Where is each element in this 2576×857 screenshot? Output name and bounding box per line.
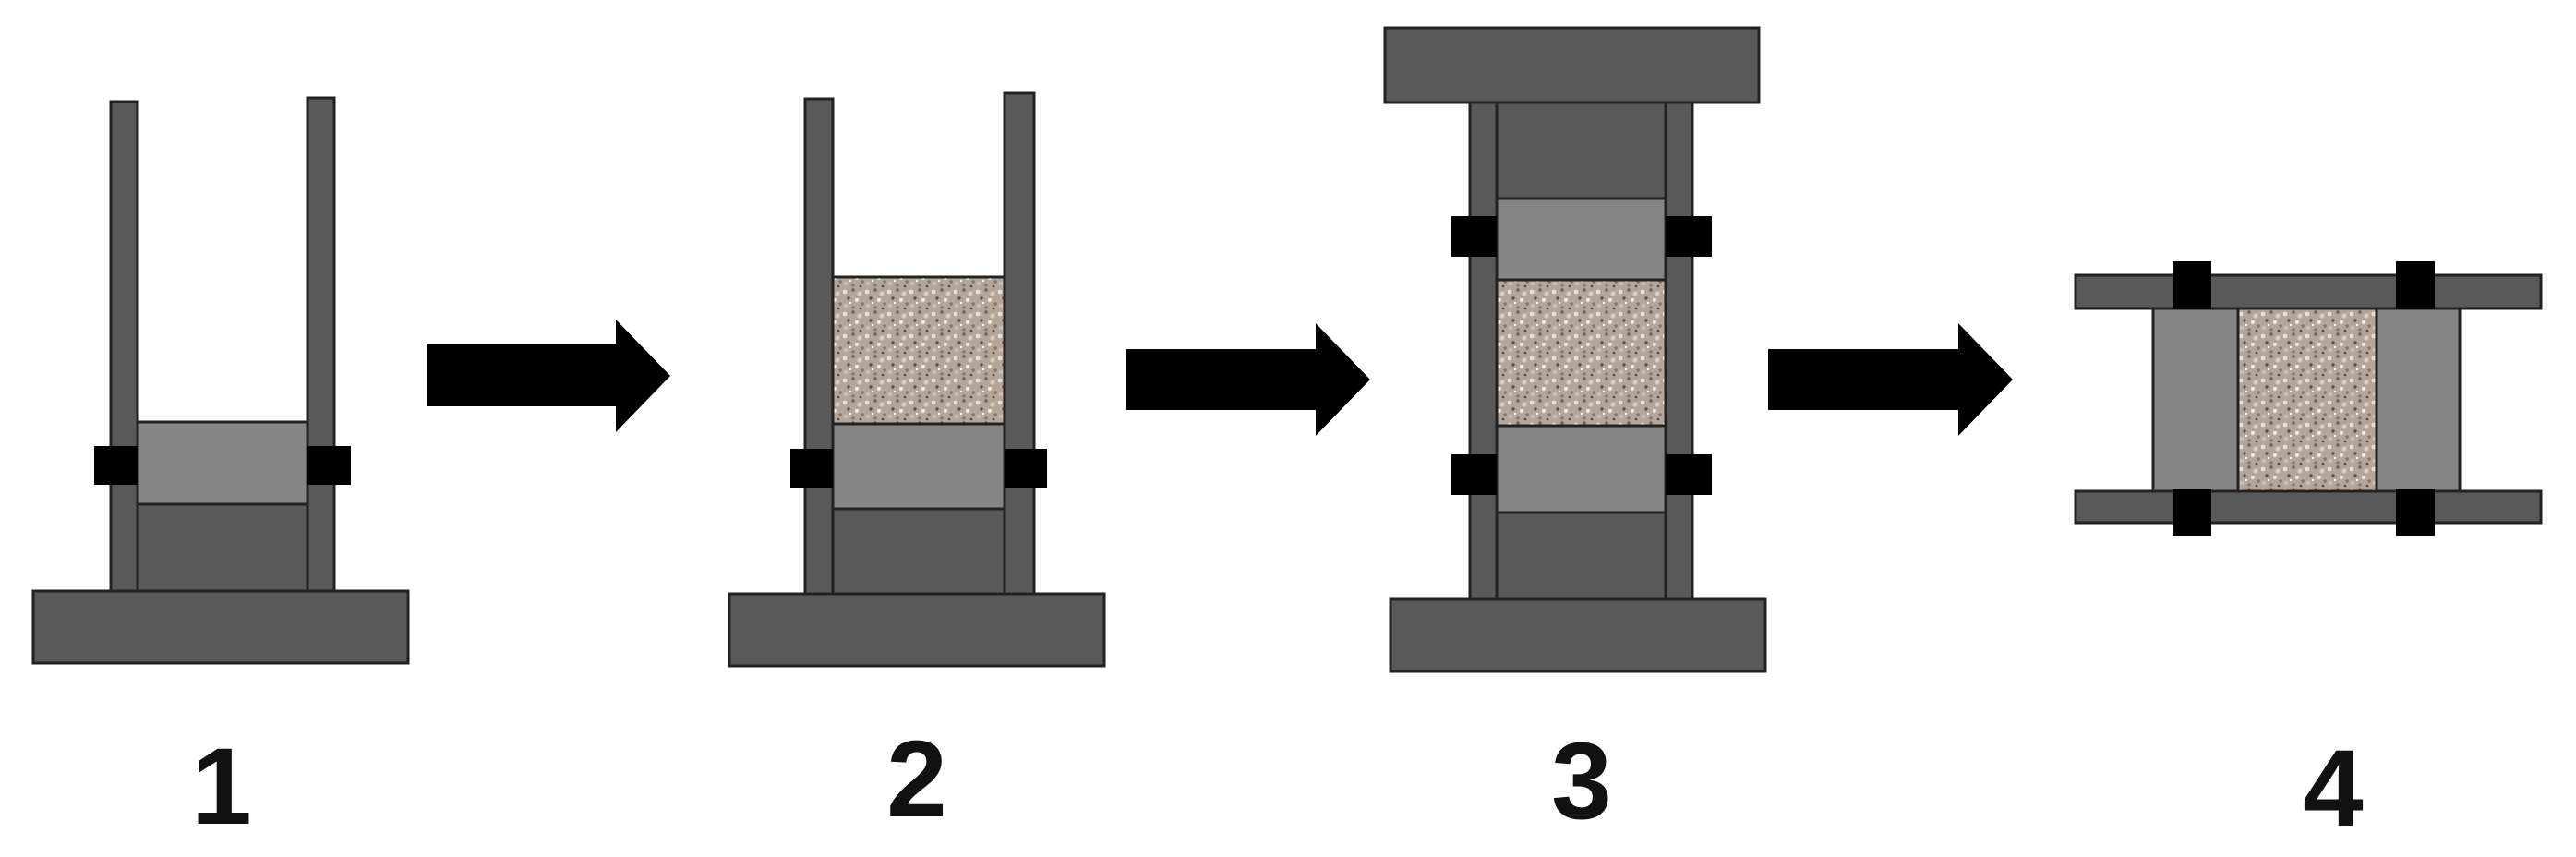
clamp-top-right — [2396, 261, 2435, 309]
left-piston — [2151, 307, 2240, 493]
left-wall — [109, 100, 139, 593]
arrow-right-icon — [1768, 323, 2013, 436]
clamp-top-left — [2173, 261, 2211, 309]
right-wall — [1003, 91, 1036, 596]
left-wall — [803, 97, 835, 596]
bottom-bar — [2074, 489, 2543, 525]
top-piston — [1495, 197, 1667, 282]
arrow-right-icon — [1126, 323, 1370, 436]
specimen — [831, 275, 1006, 426]
top-plate — [1383, 26, 1761, 104]
right-clamp — [307, 446, 351, 485]
step-1-label: 1 — [191, 726, 252, 848]
bottom-piston — [831, 422, 1006, 511]
base-plate — [728, 592, 1106, 668]
bottom-piston — [1495, 424, 1667, 514]
clamp-bottom-right — [2396, 489, 2435, 536]
top-bar — [2074, 273, 2543, 310]
bottom-cap — [136, 502, 309, 593]
bottom-piston — [136, 420, 309, 506]
right-piston — [2375, 307, 2462, 493]
step-4-extracted-specimen — [2074, 261, 2543, 536]
right-wall — [1664, 101, 1694, 601]
left-clamp — [94, 446, 138, 485]
specimen — [2236, 307, 2378, 493]
top-cap — [1495, 101, 1667, 200]
step-3-label: 3 — [1551, 720, 1612, 842]
arrow-right-icon — [427, 320, 670, 432]
bottom-cap — [831, 507, 1006, 596]
step-3-compaction — [1383, 26, 1767, 673]
step-2-label: 2 — [886, 718, 947, 840]
bottom-cap — [1495, 511, 1667, 601]
left-wall — [1468, 101, 1499, 601]
right-wall — [306, 96, 336, 593]
right-clamp-bottom — [1666, 454, 1712, 495]
step-2-filled-mold — [728, 91, 1106, 668]
left-clamp — [790, 449, 833, 488]
clamp-bottom-left — [2173, 489, 2211, 536]
right-clamp — [1005, 449, 1047, 488]
step-1-mold — [31, 96, 410, 665]
left-clamp-bottom — [1451, 454, 1497, 495]
left-clamp-top — [1451, 216, 1497, 257]
right-clamp-top — [1666, 216, 1712, 257]
step-4-label: 4 — [2303, 728, 2364, 850]
specimen — [1495, 278, 1667, 428]
base-plate — [31, 589, 410, 665]
bottom-plate — [1389, 597, 1767, 673]
